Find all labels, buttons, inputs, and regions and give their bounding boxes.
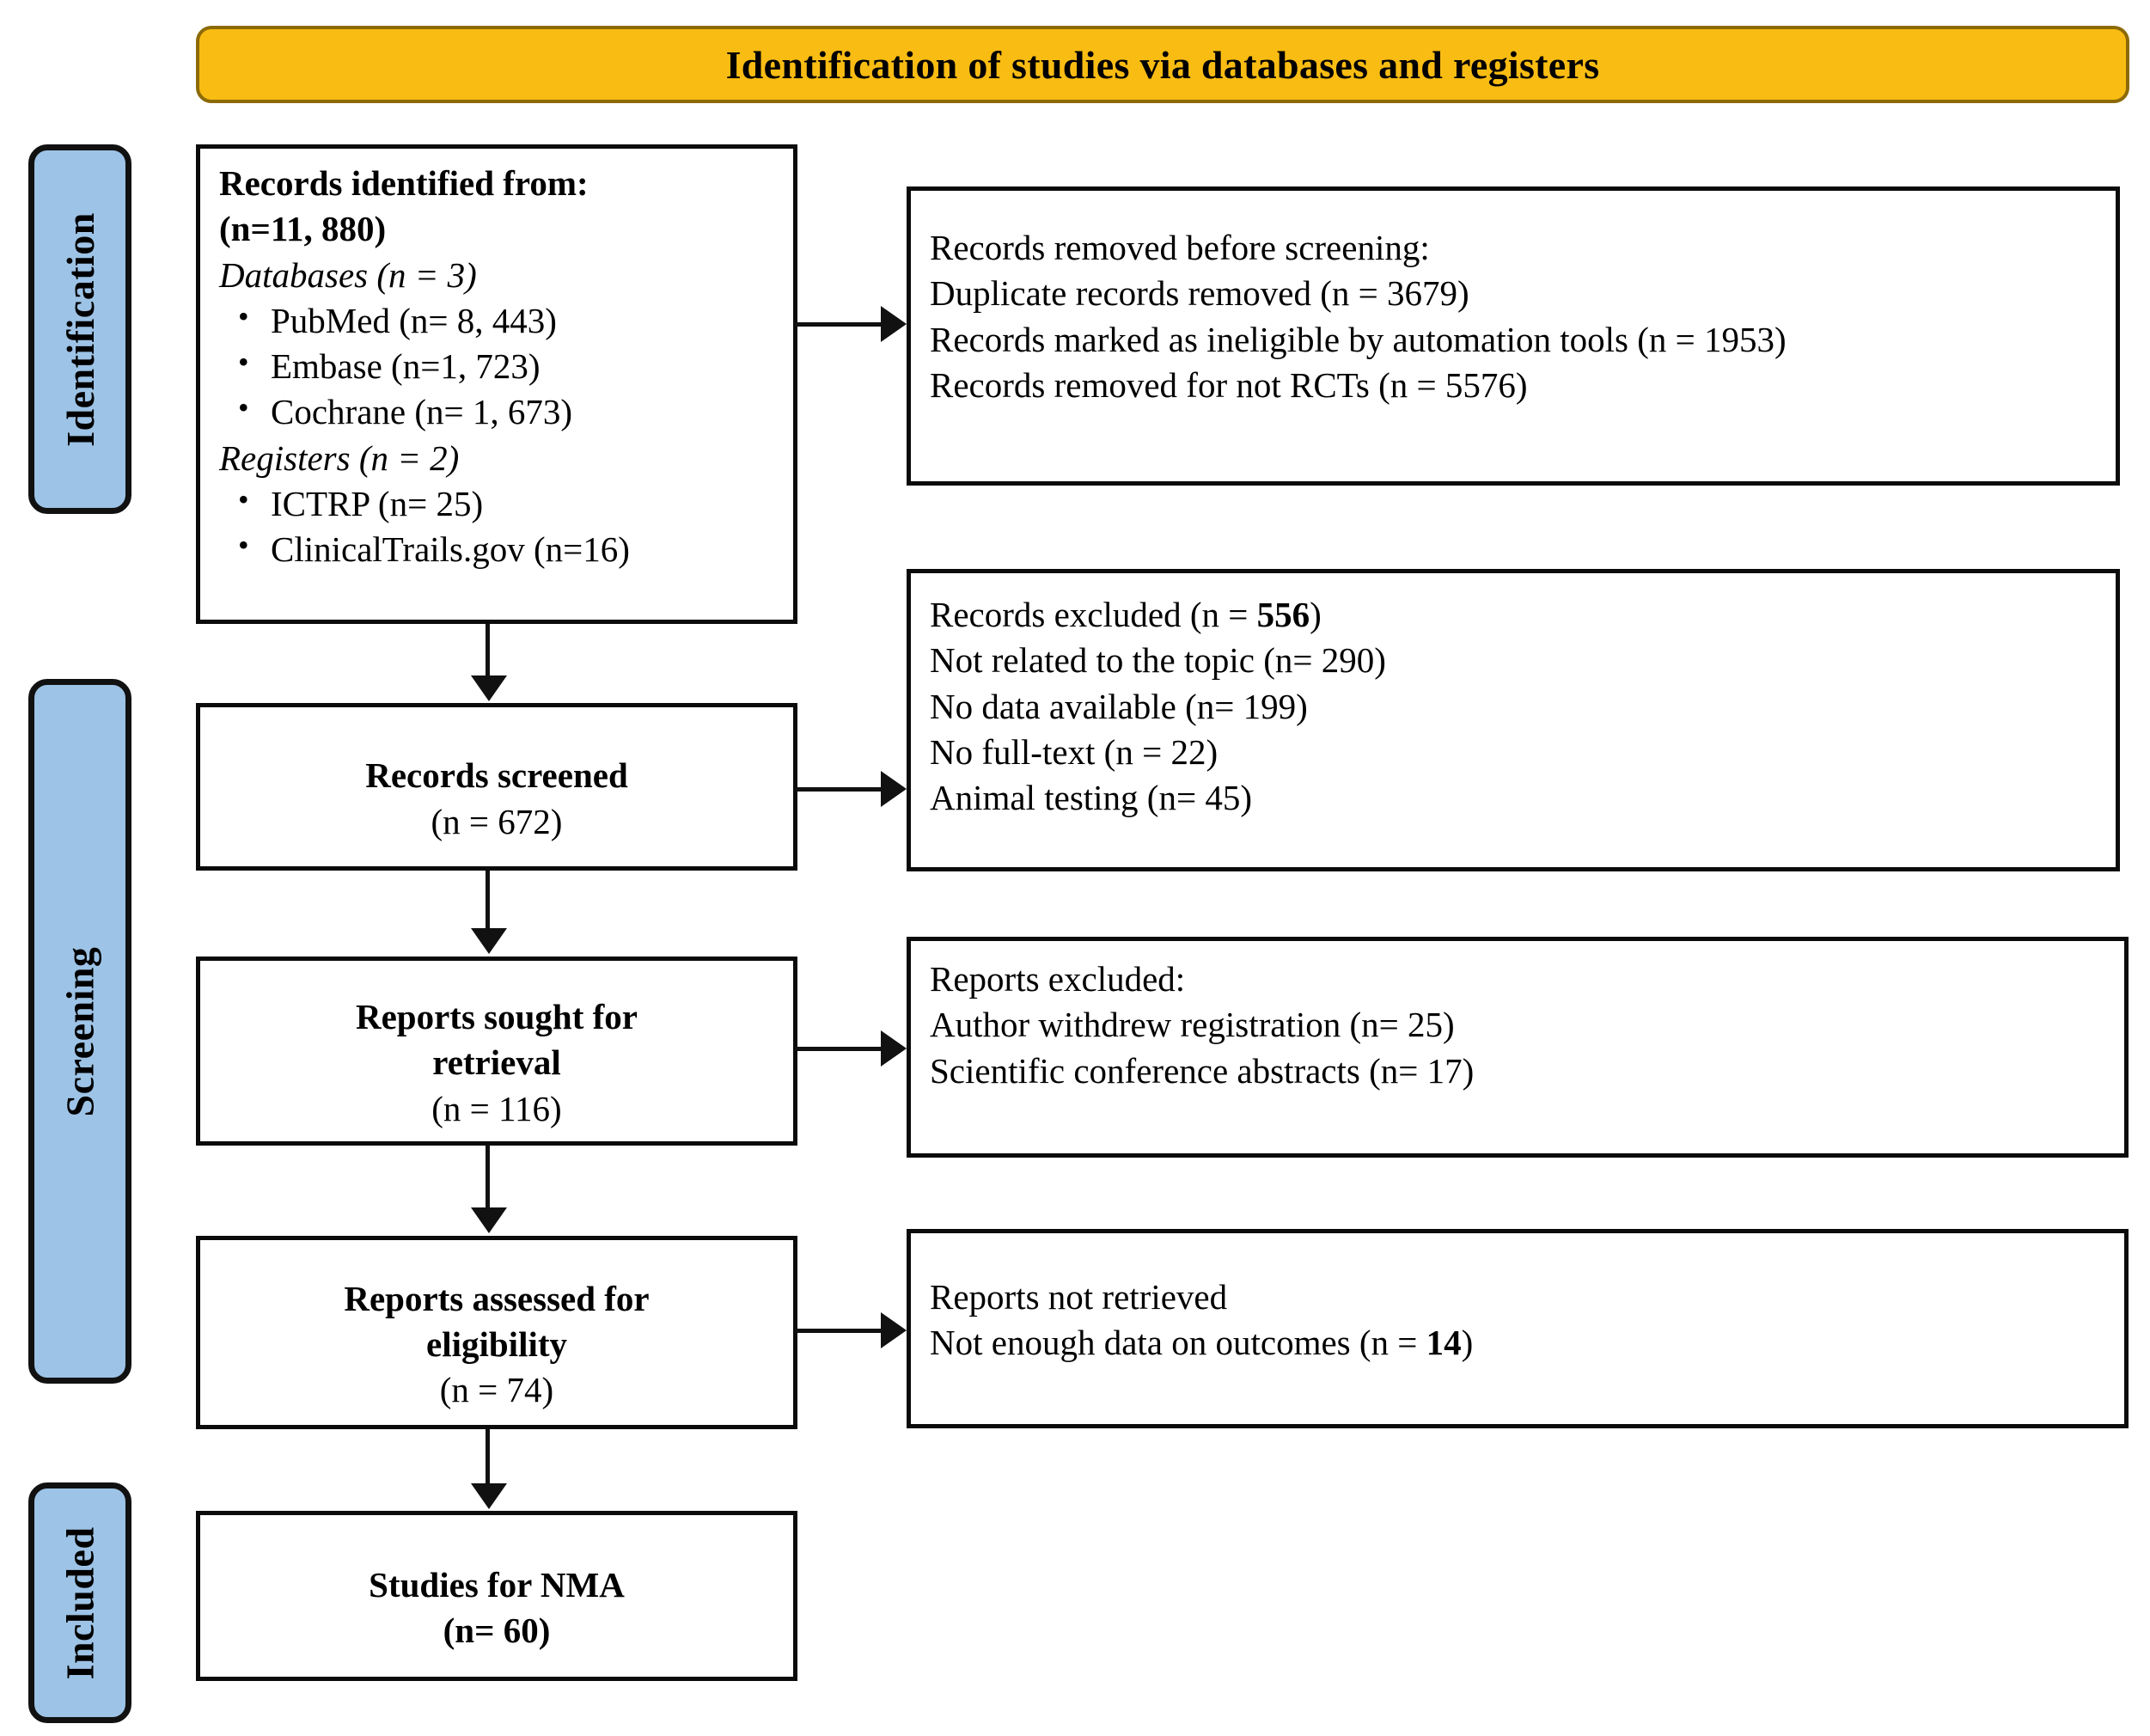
records-identified-heading: Records identified from: (219, 163, 589, 203)
arrow-down-icon (471, 1483, 507, 1509)
reports-sought-count: (n = 116) (431, 1088, 562, 1128)
reports-not-retrieved-line: Not enough data on outcomes (n = 14) (930, 1320, 2105, 1366)
box-reports-excluded: Reports excluded: Author withdrew regist… (907, 937, 2129, 1158)
arrow-right-icon (881, 771, 907, 807)
box-reports-not-retrieved: Reports not retrieved Not enough data on… (907, 1229, 2129, 1428)
reports-assessed-title-line2: eligibility (426, 1323, 567, 1364)
box-studies-for-nma: Studies for NMA (n= 60) (196, 1511, 797, 1681)
records-identified-total: (n=11, 880) (219, 209, 387, 249)
reports-excluded-heading: Reports excluded: (930, 959, 1186, 999)
arrow-right-icon (881, 306, 907, 342)
databases-list: PubMed (n= 8, 443) Embase (n=1, 723) Coc… (219, 296, 774, 436)
box-reports-assessed: Reports assessed for eligibility (n = 74… (196, 1236, 797, 1429)
diagram-header-banner: Identification of studies via databases … (196, 26, 2129, 103)
connector-sought-to-reports-excluded (795, 1047, 884, 1051)
arrow-right-icon (881, 1030, 907, 1067)
registers-list: ICTRP (n= 25) ClinicalTrails.gov (n=16) (219, 480, 774, 573)
box-records-removed-before-screening: Records removed before screening: Duplic… (907, 186, 2120, 486)
connector-assessed-to-not-retrieved (795, 1329, 884, 1333)
arrow-down-icon (471, 675, 507, 701)
reports-sought-title-line2: retrieval (432, 1042, 561, 1083)
records-excluded-heading-suffix: ) (1310, 595, 1322, 634)
records-excluded-line: Animal testing (n= 45) (930, 778, 1252, 818)
phase-label-included: Included (28, 1482, 131, 1723)
box-records-screened: Records screened (n = 672) (196, 703, 797, 871)
not-retrieved-line-suffix: ) (1461, 1323, 1474, 1363)
connector-screened-to-excluded (795, 787, 884, 792)
phase-label-text: Identification (58, 211, 102, 447)
phase-label-text: Included (58, 1526, 102, 1679)
phase-label-text: Screening (58, 946, 102, 1116)
records-removed-line: Duplicate records removed (n = 3679) (930, 273, 1469, 314)
records-excluded-count: 556 (1256, 595, 1310, 634)
reports-sought-title-line1: Reports sought for (356, 997, 638, 1037)
records-excluded-heading-prefix: Records excluded (n = (930, 595, 1257, 634)
studies-nma-count: (n= 60) (443, 1611, 551, 1650)
records-excluded-line: Not related to the topic (n= 290) (930, 640, 1386, 681)
arrow-right-icon (881, 1312, 907, 1348)
records-excluded-line: No data available (n= 199) (930, 686, 1308, 726)
connector-identified-to-removed (795, 322, 884, 327)
box-reports-sought: Reports sought for retrieval (n = 116) (196, 957, 797, 1146)
arrow-down-icon (471, 1207, 507, 1233)
list-item: ICTRP (n= 25) (233, 480, 774, 527)
reports-excluded-line: Scientific conference abstracts (n= 17) (930, 1050, 1475, 1091)
list-item: PubMed (n= 8, 443) (233, 296, 774, 344)
not-retrieved-count: 14 (1426, 1323, 1462, 1363)
reports-assessed-count: (n = 74) (439, 1370, 554, 1410)
phase-label-identification: Identification (28, 144, 131, 514)
diagram-title: Identification of studies via databases … (725, 42, 1600, 87)
studies-nma-title: Studies for NMA (369, 1564, 625, 1605)
box-records-excluded: Records excluded (n = 556) Not related t… (907, 569, 2120, 871)
list-item: Embase (n=1, 723) (233, 342, 774, 389)
reports-assessed-title-line1: Reports assessed for (344, 1278, 650, 1318)
list-item: Cochrane (n= 1, 673) (233, 388, 774, 435)
records-removed-heading: Records removed before screening: (930, 228, 1430, 267)
registers-label: Registers (n = 2) (219, 437, 460, 478)
databases-label: Databases (n = 3) (219, 254, 477, 295)
phase-label-screening: Screening (28, 679, 131, 1384)
records-excluded-heading: Records excluded (n = 556) (930, 592, 2097, 638)
list-item: ClinicalTrails.gov (n=16) (233, 525, 774, 572)
connector-identified-to-screened (486, 624, 490, 677)
connector-sought-to-assessed (486, 1146, 490, 1207)
connector-screened-to-sought (486, 871, 490, 929)
records-removed-line: Records marked as ineligible by automati… (930, 319, 1787, 359)
records-screened-title: Records screened (365, 755, 628, 796)
reports-excluded-line: Author withdrew registration (n= 25) (930, 1005, 1455, 1045)
arrow-down-icon (471, 928, 507, 954)
not-retrieved-line-prefix: Not enough data on outcomes (n = (930, 1323, 1426, 1363)
connector-assessed-to-included (486, 1429, 490, 1485)
reports-not-retrieved-heading: Reports not retrieved (930, 1277, 1228, 1317)
records-removed-line: Records removed for not RCTs (n = 5576) (930, 364, 1528, 405)
records-screened-count: (n = 672) (431, 801, 563, 841)
records-excluded-line: No full-text (n = 22) (930, 731, 1219, 772)
box-records-identified: Records identified from: (n=11, 880) Dat… (196, 144, 797, 624)
